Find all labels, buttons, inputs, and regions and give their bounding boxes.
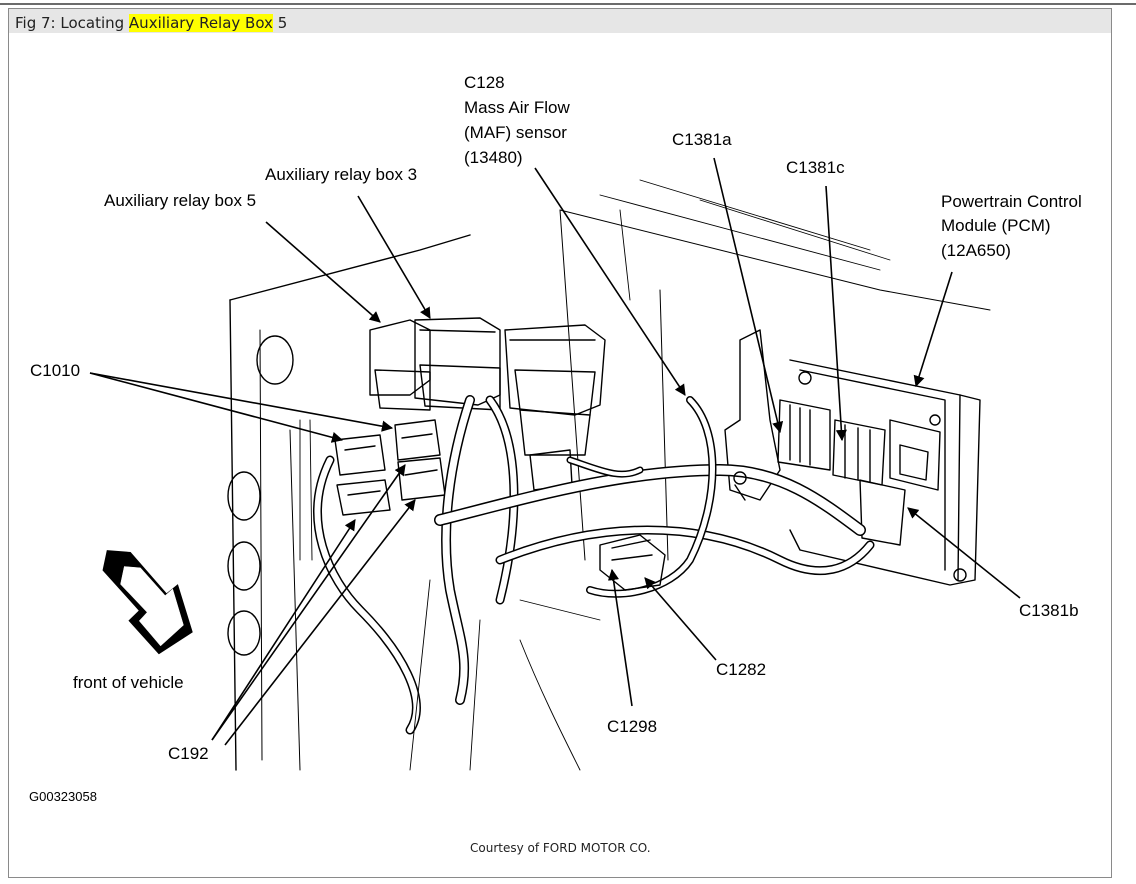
label-maf-line1: Mass Air Flow <box>464 98 570 117</box>
figure-frame <box>8 8 1112 878</box>
label-pcm-line3: (12A650) <box>941 241 1011 260</box>
caption-suffix: 5 <box>272 14 288 32</box>
label-c1282: C1282 <box>716 660 767 679</box>
caption-prefix: Fig 7: Locating <box>15 14 129 32</box>
label-c1298: C1298 <box>607 717 658 736</box>
label-c1381c: C1381c <box>786 158 845 177</box>
figure-caption: Fig 7: Locating Auxiliary Relay Box 5 <box>15 14 287 32</box>
label-c1381b: C1381b <box>1019 601 1079 620</box>
label-aux-relay-box-5: Auxiliary relay box 5 <box>104 191 257 210</box>
label-maf-line2: (MAF) sensor <box>464 123 567 142</box>
label-c1381a: C1381a <box>672 130 732 149</box>
label-c128: C128 <box>464 73 505 92</box>
label-pcm-line2: Module (PCM) <box>941 216 1051 235</box>
top-divider <box>0 3 1136 5</box>
courtesy-credit: Courtesy of FORD MOTOR CO. <box>470 841 651 855</box>
label-pcm-line1: Powertrain Control <box>941 192 1082 211</box>
label-c192: C192 <box>168 744 209 763</box>
label-c1010: C1010 <box>30 361 81 380</box>
figure-code: G00323058 <box>29 789 97 804</box>
label-aux-relay-box-3: Auxiliary relay box 3 <box>265 165 418 184</box>
label-front-of-vehicle: front of vehicle <box>73 673 184 692</box>
label-maf-line3: (13480) <box>464 148 523 167</box>
caption-highlight: Auxiliary Relay Box <box>128 14 273 32</box>
